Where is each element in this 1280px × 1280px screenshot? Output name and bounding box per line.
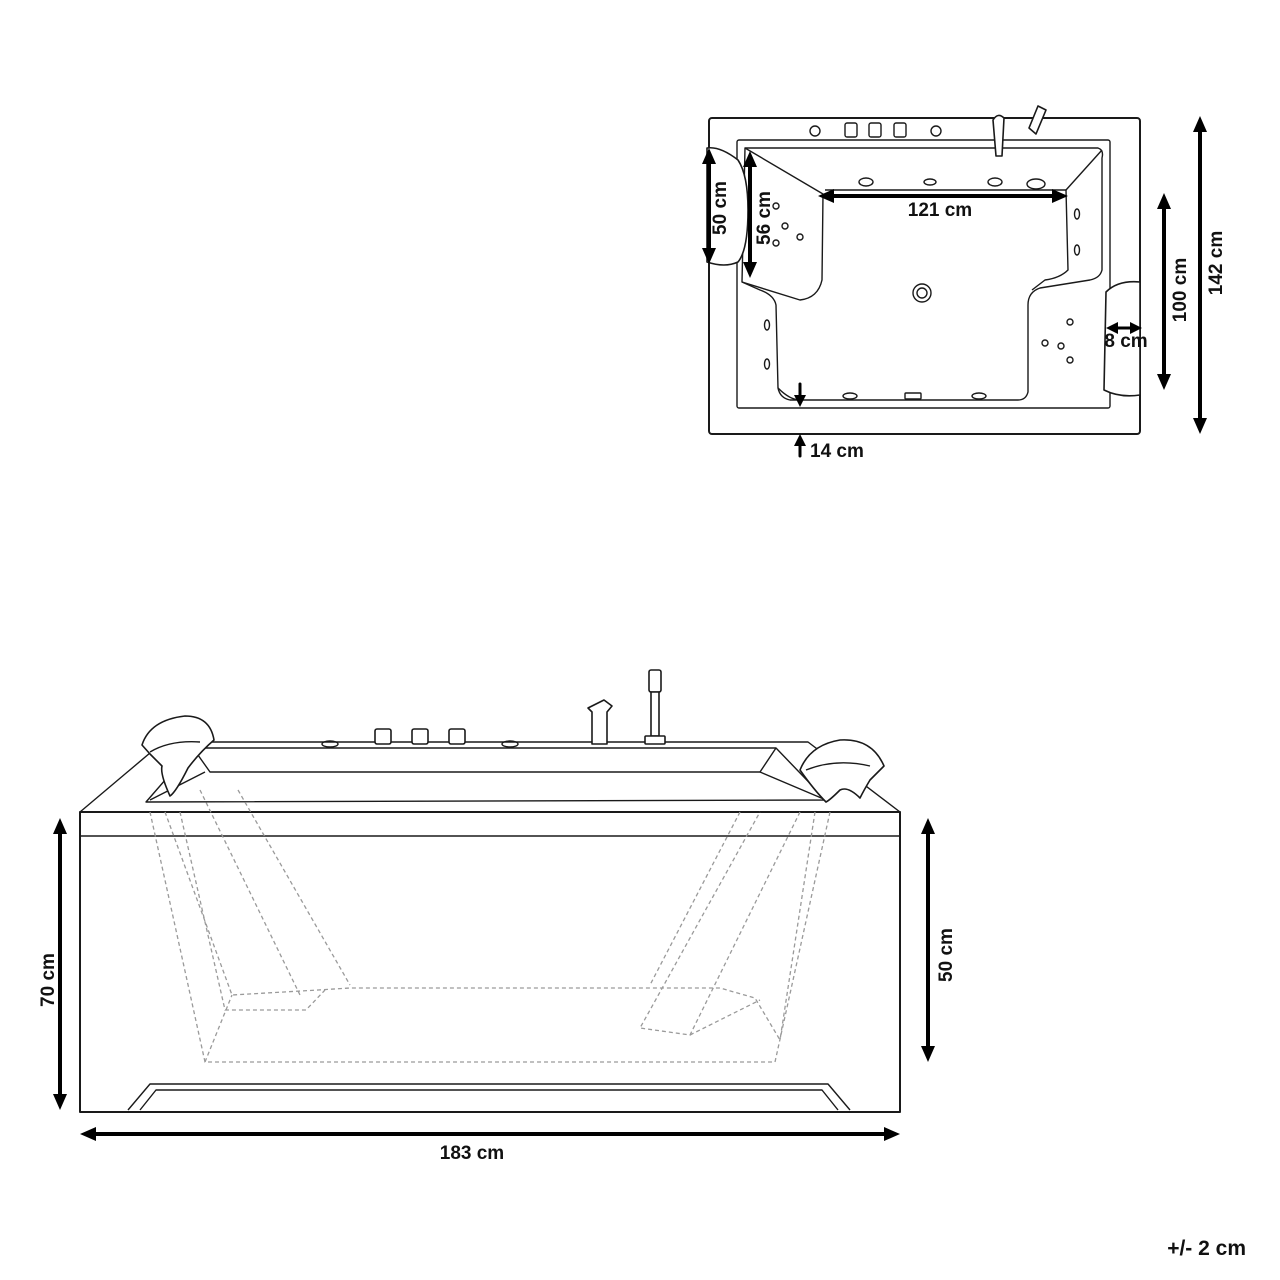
- control-knob-icon: [321, 740, 339, 748]
- jet-icon: [1026, 178, 1046, 190]
- back-jet-icon: [781, 222, 789, 230]
- tub-inner-rim: [736, 139, 1111, 409]
- hidden-basin: [149, 789, 831, 1063]
- dim-arrow-14-top: [794, 382, 806, 407]
- tub-outer-rim: [708, 117, 1141, 435]
- jet-icon: [923, 178, 937, 186]
- dim-arrow-121: [818, 189, 1068, 203]
- tub-rim-inner-floor: [149, 771, 827, 801]
- control-button-icon: [893, 122, 907, 138]
- back-jet-icon: [1066, 356, 1074, 364]
- tub-apron: [79, 811, 901, 1113]
- control-knob-icon: [809, 125, 821, 137]
- back-jet-icon: [796, 233, 804, 241]
- shower-handle-icon: [644, 669, 666, 745]
- jet-icon: [842, 392, 858, 400]
- tub-rim-inner-back: [192, 747, 777, 773]
- dim-arrow-50-front: [921, 818, 935, 1062]
- top-view: 121 cm 50 cm 56 cm 100 cm 142 cm: [702, 105, 1227, 462]
- dim-arrow-100: [1157, 193, 1171, 390]
- control-button-icon: [868, 122, 882, 138]
- back-jet-icon: [1057, 342, 1065, 350]
- dim-label-14: 14 cm: [810, 441, 864, 462]
- dim-label-50-front: 50 cm: [936, 928, 957, 982]
- left-headrest-edge: [149, 741, 201, 753]
- tub-apron-top-band: [79, 811, 901, 837]
- overflow-icon: [904, 392, 922, 400]
- right-headrest-edge: [805, 762, 871, 771]
- jet-icon: [1073, 208, 1081, 220]
- back-jet-icon: [772, 202, 780, 210]
- dim-arrow-70: [53, 818, 67, 1110]
- jet-icon: [763, 358, 771, 370]
- jet-icon: [971, 392, 987, 400]
- jet-icon: [763, 319, 771, 331]
- tub-basin-corner: [741, 147, 824, 301]
- jet-icon: [987, 177, 1003, 187]
- dim-label-142: 142 cm: [1206, 231, 1227, 295]
- jet-icon: [858, 177, 874, 187]
- dim-arrow-8: [1106, 322, 1142, 334]
- back-jet-icon: [1066, 318, 1074, 326]
- tub-basin-corner-right: [1065, 149, 1103, 191]
- dim-label-56: 56 cm: [754, 191, 775, 245]
- tub-rim-inner: [145, 747, 827, 803]
- tub-base-plinth: [127, 1083, 851, 1111]
- jet-icon: [1073, 244, 1081, 256]
- dim-arrow-56: [743, 151, 757, 278]
- front-view: 70 cm 50 cm 183 cm: [38, 669, 957, 1164]
- tolerance-note: +/- 2 cm: [1167, 1237, 1246, 1260]
- control-button-icon: [411, 728, 429, 745]
- dim-arrow-142: [1193, 116, 1207, 434]
- drain-icon: [912, 283, 932, 303]
- dim-label-8: 8 cm: [1104, 331, 1147, 352]
- dim-label-70: 70 cm: [38, 953, 59, 1007]
- back-jet-icon: [1041, 339, 1049, 347]
- dim-label-50-top: 50 cm: [710, 181, 731, 235]
- faucet-icon: [587, 699, 613, 745]
- dim-label-121: 121 cm: [908, 200, 972, 221]
- left-headrest: [141, 715, 215, 797]
- faucet-icon: [992, 114, 1005, 157]
- dim-arrow-50-top: [702, 148, 716, 264]
- back-jet-icon: [772, 239, 780, 247]
- tub-basin: [741, 147, 1104, 401]
- control-button-icon: [844, 122, 858, 138]
- control-knob-icon: [930, 125, 942, 137]
- shower-handle-icon: [1028, 105, 1047, 135]
- right-headrest: [799, 739, 885, 803]
- dim-label-100: 100 cm: [1170, 258, 1191, 322]
- dim-arrow-183: [80, 1127, 900, 1141]
- tub-base-plinth-inner: [139, 1089, 839, 1111]
- right-headrest: [1103, 280, 1141, 397]
- control-button-icon: [448, 728, 466, 745]
- dim-arrow-14-bottom: [794, 434, 806, 458]
- control-knob-icon: [501, 740, 519, 748]
- tub-basin-floor: [825, 189, 1069, 291]
- dim-label-183: 183 cm: [440, 1143, 504, 1164]
- control-button-icon: [374, 728, 392, 745]
- drain-inner-icon: [916, 287, 928, 299]
